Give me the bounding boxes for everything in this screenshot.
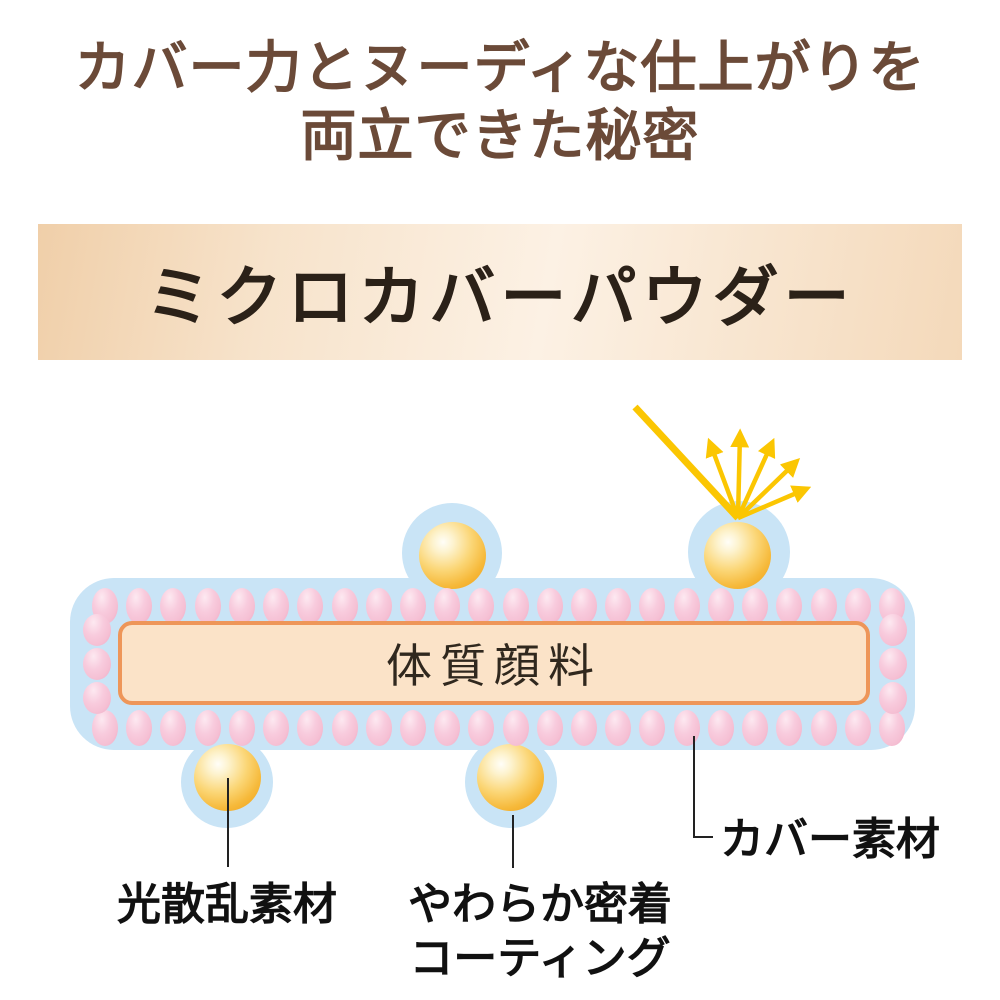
cover-bead xyxy=(83,614,111,646)
cover-bead xyxy=(434,710,461,746)
cover-bead xyxy=(399,588,426,624)
connector-cover-material-horizontal xyxy=(693,836,713,838)
cover-bead xyxy=(536,588,563,624)
cover-bead xyxy=(502,588,529,624)
light-scatter-sphere-top-center xyxy=(419,522,486,589)
cover-bead xyxy=(331,588,358,624)
cover-bead xyxy=(468,710,495,746)
cover-bead xyxy=(776,588,803,624)
cover-bead xyxy=(126,588,153,624)
cover-bead xyxy=(742,710,769,746)
cover-bead xyxy=(879,648,907,680)
cover-bead xyxy=(434,588,461,624)
headline-line1: カバー力とヌーディな仕上がりを xyxy=(74,36,926,99)
label-light-scatter: 光散乱素材 xyxy=(117,880,337,929)
cover-bead xyxy=(605,588,632,624)
connector-cover-material-vertical xyxy=(693,736,695,838)
extender-pigment-label: 体質顔料 xyxy=(386,640,602,692)
label-soft-coating-line1: やわらか密着 xyxy=(408,880,672,929)
cover-bead xyxy=(707,710,734,746)
label-soft-coating: やわらか密着 コーティング xyxy=(340,878,740,986)
cover-bead xyxy=(844,710,871,746)
cover-bead xyxy=(468,588,495,624)
cover-bead xyxy=(605,710,632,746)
cover-bead xyxy=(228,588,255,624)
cover-bead xyxy=(879,710,905,746)
cover-bead xyxy=(228,710,255,746)
cover-bead xyxy=(536,710,563,746)
extender-pigment-core: 体質顔料 xyxy=(118,621,870,705)
cover-bead xyxy=(194,588,221,624)
cover-bead xyxy=(844,588,871,624)
cover-bead xyxy=(776,710,803,746)
connector-soft-coating xyxy=(512,815,514,868)
cover-bead xyxy=(92,710,118,746)
cover-bead xyxy=(126,710,153,746)
light-scatter-sphere-bottom-middle xyxy=(477,744,544,811)
cover-bead xyxy=(879,682,907,714)
product-banner: ミクロカバーパウダー xyxy=(38,224,962,360)
cover-bead xyxy=(263,710,290,746)
cover-bead xyxy=(297,710,324,746)
cover-bead xyxy=(879,614,907,646)
cover-bead xyxy=(639,710,666,746)
cover-bead xyxy=(502,710,529,746)
headline-line2: 両立できた秘密 xyxy=(300,104,700,168)
cover-bead xyxy=(83,682,111,714)
cover-bead xyxy=(365,588,392,624)
cover-bead xyxy=(263,588,290,624)
cover-bead xyxy=(810,588,837,624)
cover-bead xyxy=(673,588,700,624)
product-banner-title: ミクロカバーパウダー xyxy=(145,258,855,336)
cover-bead xyxy=(571,588,598,624)
cover-bead xyxy=(810,710,837,746)
cover-bead xyxy=(742,588,769,624)
connector-light-scatter xyxy=(227,778,229,867)
cover-bead xyxy=(194,710,221,746)
label-soft-coating-line2: コーティング xyxy=(409,934,671,983)
cover-bead xyxy=(297,588,324,624)
cover-bead xyxy=(673,710,700,746)
cover-bead xyxy=(160,710,187,746)
cover-bead xyxy=(83,648,111,680)
cover-bead xyxy=(331,710,358,746)
cover-bead xyxy=(160,588,187,624)
cover-bead xyxy=(639,588,666,624)
label-cover-material: カバー素材 xyxy=(720,815,940,864)
cover-bead xyxy=(399,710,426,746)
cover-bead xyxy=(707,588,734,624)
cover-bead xyxy=(365,710,392,746)
cover-bead xyxy=(571,710,598,746)
light-reflection-arrows-icon xyxy=(632,404,812,521)
headline: カバー力とヌーディな仕上がりを 両立できた秘密 xyxy=(0,34,1000,171)
light-scatter-sphere-top-right xyxy=(704,522,771,589)
